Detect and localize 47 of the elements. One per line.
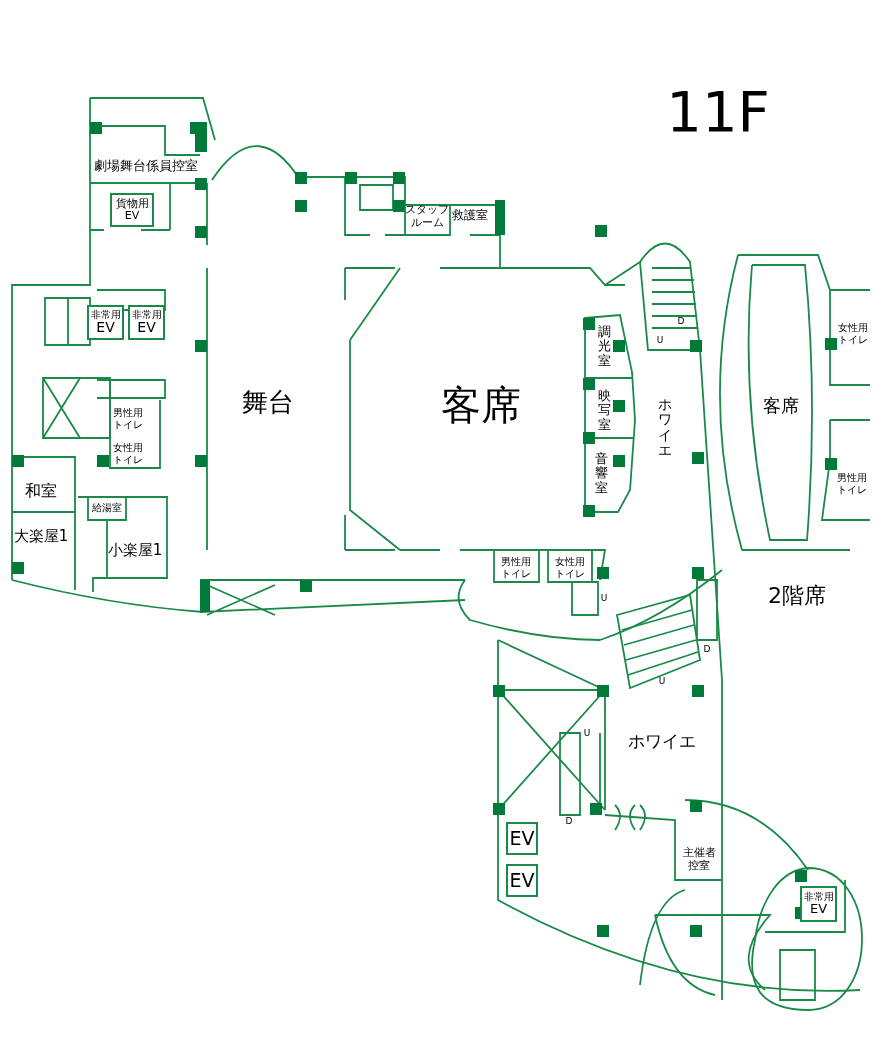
elevator-label: EV [509, 828, 535, 849]
room-label: 舞台 [242, 388, 294, 418]
elevator-label: EV [509, 870, 535, 891]
room-label: 女性用トイレ [112, 441, 144, 465]
elevator-box [506, 864, 538, 897]
elevator-box [110, 193, 154, 227]
stair-direction-label: U [658, 675, 666, 687]
room-label: 主催者控室 [681, 847, 717, 873]
room-label: 男性用トイレ [500, 555, 532, 579]
elevator-label: 非常用 [90, 309, 121, 321]
room-label: スタッフルーム [404, 204, 450, 230]
elevator-label: 非常用 [131, 309, 162, 321]
elevator-label: 貨物用 [115, 198, 149, 210]
room-label: ホワイエ [628, 732, 696, 752]
elevator-box [506, 822, 538, 855]
room-label: 女性用トイレ [837, 321, 869, 345]
elevator-label: EV [809, 902, 828, 917]
room-label: 音響室 [594, 451, 608, 495]
room-label: 男性用トイレ [836, 471, 868, 495]
stair-direction-label: U [600, 592, 608, 604]
elevator-box [87, 305, 124, 340]
room-label: 和室 [25, 481, 57, 501]
room-label: 客席 [441, 382, 521, 428]
elevator-box [128, 305, 165, 340]
room-label: 給湯室 [92, 502, 122, 514]
elevator-label: EV [124, 210, 140, 222]
room-label: ホワイエ [657, 397, 673, 459]
elevator-label: EV [137, 320, 156, 336]
room-label: 調光室 [597, 324, 611, 368]
room-label: 映写室 [597, 388, 611, 432]
stair-direction-label: D [677, 315, 685, 327]
floor-number: 11F [666, 79, 770, 145]
room-label: 救護室 [452, 209, 488, 223]
room-label: 女性用トイレ [554, 555, 586, 579]
room-label: 劇場舞台係員控室 [94, 158, 198, 174]
stair-direction-label: U [583, 727, 591, 739]
room-label: 大楽屋1 [13, 528, 69, 546]
elevator-label: EV [96, 320, 115, 336]
elevator-label: 非常用 [803, 891, 834, 903]
stair-direction-label: U [656, 334, 664, 346]
stair-direction-label: D [703, 643, 711, 655]
room-label: 客席 [763, 395, 799, 417]
elevator-box [800, 886, 837, 922]
room-label: 小楽屋1 [107, 542, 163, 560]
room-label: 男性用トイレ [112, 406, 144, 430]
stair-direction-label: D [565, 815, 573, 827]
room-label: 2階席 [768, 583, 826, 609]
